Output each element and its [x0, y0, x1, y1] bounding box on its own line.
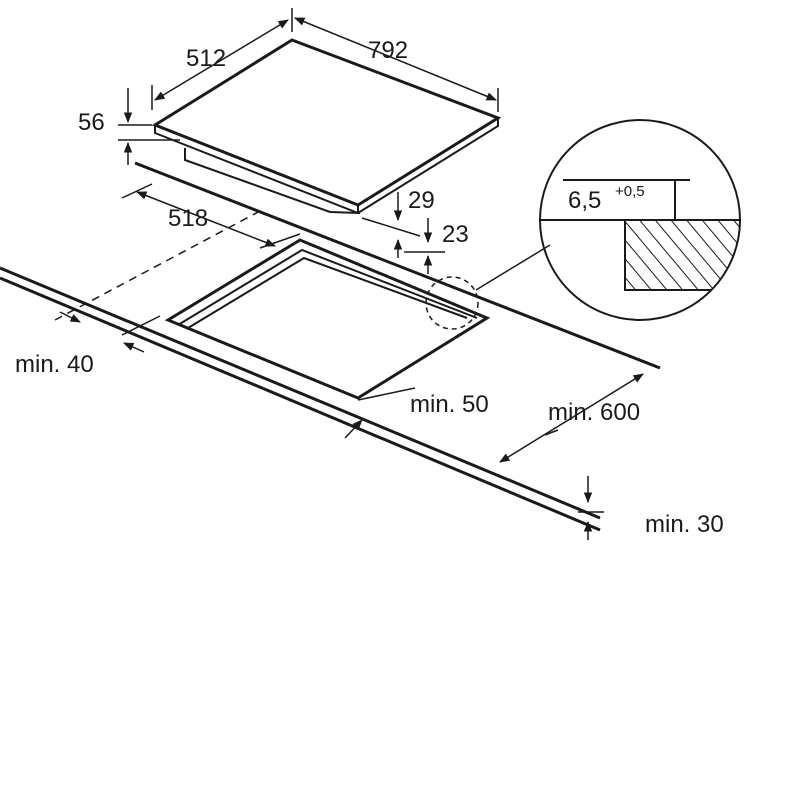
label-min-30: min. 30 [645, 511, 724, 538]
hob-plate-edge [154, 118, 499, 215]
cutout [164, 238, 551, 400]
dim-hob-width: 792 [291, 8, 499, 112]
cutout-inner-1 [177, 248, 478, 326]
detail-marker-circle [425, 276, 479, 330]
label-min-40: min. 40 [15, 351, 94, 378]
dim-hob-below-top: 29 [361, 187, 435, 258]
detail-leader-line [475, 244, 551, 291]
detail-tolerance: +0,5 [615, 183, 645, 200]
detail-value: 6,5 [568, 187, 601, 214]
dim-min-side: min. 50 [344, 387, 489, 439]
label-518: 518 [168, 205, 208, 232]
worktop-front-edge-top [0, 266, 601, 520]
label-23: 23 [442, 221, 469, 248]
dim-min-back: min. 40 [15, 311, 161, 378]
dim-worktop-recess: 23 [404, 218, 469, 274]
dim-hob-depth: 512 [151, 19, 289, 110]
label-512: 512 [186, 45, 226, 72]
cutout-inner-2 [187, 256, 468, 329]
cutout-outer [164, 238, 491, 400]
label-min-50: min. 50 [410, 391, 489, 418]
label-29: 29 [408, 187, 435, 214]
worktop-hidden-edge [54, 209, 263, 321]
detail-callout: 6,5 +0,5 [539, 119, 741, 321]
label-min-600: min. 600 [548, 399, 640, 426]
dim-hob-height: 56 [78, 88, 180, 165]
worktop [0, 161, 661, 532]
worktop-front-edge-bottom [0, 276, 601, 532]
dim-min-front: min. 600 [499, 373, 644, 463]
label-56: 56 [78, 109, 105, 136]
hob-body [184, 148, 361, 214]
dim-cutout-depth: 518 [121, 183, 301, 249]
dim-min-worktop: min. 30 [578, 476, 724, 540]
label-792: 792 [368, 37, 408, 64]
